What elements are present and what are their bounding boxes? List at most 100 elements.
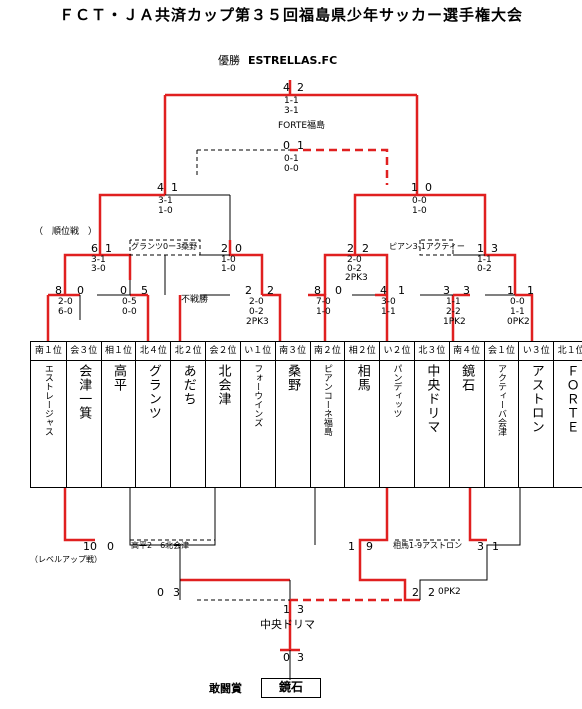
r16-4-d1: 2-0 [249,297,264,307]
cons-right: ピアン3-1アクティー [389,242,465,251]
team-name-wrap: 桑野 [276,364,310,485]
team-column: 会１位アクティーバ会津 [483,342,519,487]
r16-5-d1: 7-0 [316,297,331,307]
lu-m2-right: 9 [366,540,373,553]
q3-d1: 2-0 [347,255,362,265]
q3-d3: 2PK3 [345,273,368,283]
team-column: 相２位相馬 [344,342,380,487]
team-column: 南４位鏡石 [448,342,484,487]
team-seed: 南３位 [275,342,310,361]
r16-7-d2: 2-2 [446,307,461,317]
lu-semi2-left: 2 [412,586,419,599]
team-name-wrap: アストロン [519,364,553,485]
team-name: ピアンコーネ福島 [321,364,332,436]
third-right-score: 1 [297,139,304,152]
r16-8-left: 1 [507,284,514,297]
q3-d2: 0-2 [347,264,362,274]
r16-2-right: 5 [141,284,148,297]
lu-m1-right: 0 [107,540,114,553]
team-name-wrap: アクティーバ会津 [485,364,519,485]
r16-4-d3: 2PK3 [246,317,269,327]
team-column: 北３位中央ドリマ [413,342,449,487]
r16-7-d3: 1PK2 [443,317,466,327]
team-seed: 北２位 [171,342,206,361]
team-column: 北１位 ＦＯＲＴＥ [553,342,582,487]
final-detail-2: 3-1 [284,106,299,116]
team-name: 鏡石 [459,364,475,392]
team-seed: 相２位 [345,342,380,361]
team-name-wrap: 中央ドリマ [415,364,449,485]
champion-team: ESTRELLAS.FC [248,54,338,67]
semi-left-d2: 1-0 [158,206,173,216]
r16-8-d3: 0PK2 [507,317,530,327]
lu-semi-left: 0 [157,586,164,599]
q4-d1: 1-1 [477,255,492,265]
r16-6-d2: 1-1 [381,307,396,317]
r16-1-left: 8 [55,284,62,297]
team-column: い１位フォーウインズ [239,342,275,487]
third-place-team: FORTE福島 [278,121,326,131]
team-column: 南１位エストレージャス [31,342,66,487]
team-column: 会３位会津一箕 [65,342,101,487]
lu-m1-note: 高平2ー6北会津 [131,541,190,550]
semi-right-r: 0 [425,181,432,194]
team-column: 北２位あだち [170,342,206,487]
team-seed: 北１位 [554,342,582,361]
champion-label: 優勝 [218,54,240,67]
team-column: い３位アストロン [518,342,554,487]
lu-m2b-right: 1 [492,540,499,553]
team-seed: 南２位 [310,342,345,361]
r16-8-d1: 0-0 [510,297,525,307]
lu-final-right: 3 [297,603,304,616]
r16-7-right: 3 [463,284,470,297]
q4-right: 3 [491,242,498,255]
team-name-wrap: あだち [171,364,205,485]
team-name: 相馬 [354,364,370,392]
team-name-wrap: 相馬 [345,364,379,485]
semi-left-r: 1 [171,181,178,194]
q4-left: 1 [477,242,484,255]
team-seed: 北４位 [136,342,171,361]
semi-left-l: 4 [157,181,164,194]
team-name: 中央ドリマ [424,364,440,434]
lu-m2-left: 1 [348,540,355,553]
team-name: 高平 [111,364,127,392]
third-detail-1: 0-1 [284,154,299,164]
team-column: 南２位ピアンコーネ福島 [309,342,345,487]
lu-bottom-right: 3 [297,651,304,664]
team-column: 南３位桑野 [274,342,310,487]
third-detail-2: 0-0 [284,164,299,174]
team-seed: い２位 [380,342,414,361]
q2-right: 0 [235,242,242,255]
team-name-wrap: ＦＯＲＴＥ [554,364,582,485]
r16-8-d2: 1-1 [510,307,525,317]
page-title: ＦＣＴ・ＪＡ共済カップ第３５回福島県少年サッカー選手権大会 [58,6,523,24]
r16-5-d2: 1-0 [316,307,331,317]
team-name: 会津一箕 [76,364,92,420]
semi-right-l: 1 [411,181,418,194]
cons-left: グランツ0ー3桑野 [131,242,198,251]
semi-right-d1: 0-0 [412,196,427,206]
r16-7-left: 3 [443,284,450,297]
team-table: 南１位エストレージャス会３位会津一箕相１位高平北４位グランツ北２位あだち会２位北… [30,341,582,488]
team-name: アクティーバ会津 [495,364,506,436]
fighting-spirit-label: 敢闘賞 [209,682,242,695]
lu-final-left: 1 [283,603,290,616]
r16-7-d1: 1-1 [446,297,461,307]
r16-6-d1: 3-0 [381,297,396,307]
r16-2-d2: 0-0 [122,307,137,317]
lu-final-winner: 中央ドリマ [260,618,315,631]
fighting-spirit-team: 鏡石 [261,678,321,698]
team-name-wrap: 会津一箕 [67,364,101,485]
team-seed: 会１位 [484,342,519,361]
team-column: 相１位高平 [100,342,136,487]
team-seed: 南１位 [31,342,66,361]
r16-4-d2: 0-2 [249,307,264,317]
team-name-wrap: ピアンコーネ福島 [311,364,345,485]
r16-2-left: 0 [120,284,127,297]
r16-1-right: 0 [77,284,84,297]
team-name-wrap: フォーウインズ [241,364,275,485]
lu-bottom-left: 0 [283,651,290,664]
